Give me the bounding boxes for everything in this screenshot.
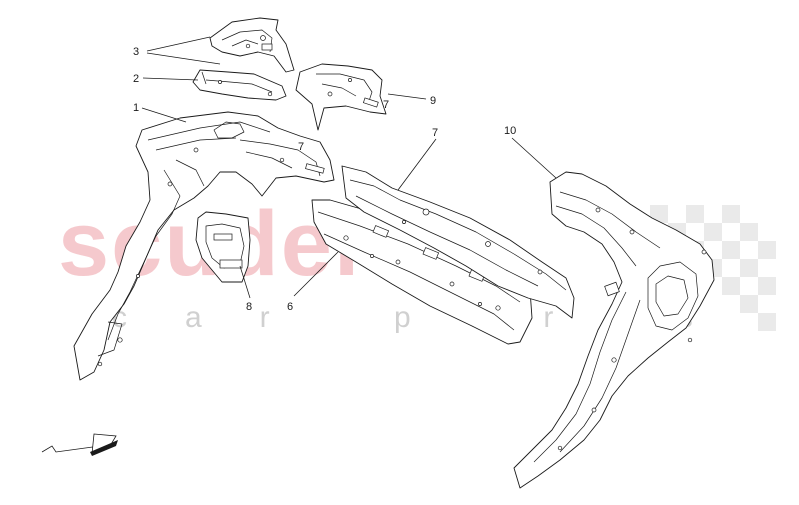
leader-lines: [141, 36, 557, 299]
callout-2: 2: [133, 73, 139, 85]
callout-8: 8: [246, 301, 252, 313]
callouts: 3 2 1 9 7 10 8 6: [133, 46, 516, 313]
svg-text:7: 7: [383, 99, 389, 111]
part-9: 7: [295, 63, 389, 131]
callout-7: 7: [432, 127, 438, 139]
part-2: [192, 69, 287, 101]
callout-3: 3: [133, 46, 139, 58]
part-1: 7: [73, 111, 335, 381]
part-8: [195, 211, 251, 283]
callout-1: 1: [133, 102, 139, 114]
part-7: [341, 165, 575, 319]
part-3: [209, 17, 295, 73]
watermark-tagline: car parts: [112, 301, 751, 334]
callout-6: 6: [287, 301, 293, 313]
callout-10: 10: [504, 125, 516, 137]
callout-9: 9: [430, 95, 436, 107]
svg-text:7: 7: [298, 141, 304, 153]
part-10: [513, 171, 715, 489]
orientation-arrow-icon: [41, 433, 118, 456]
